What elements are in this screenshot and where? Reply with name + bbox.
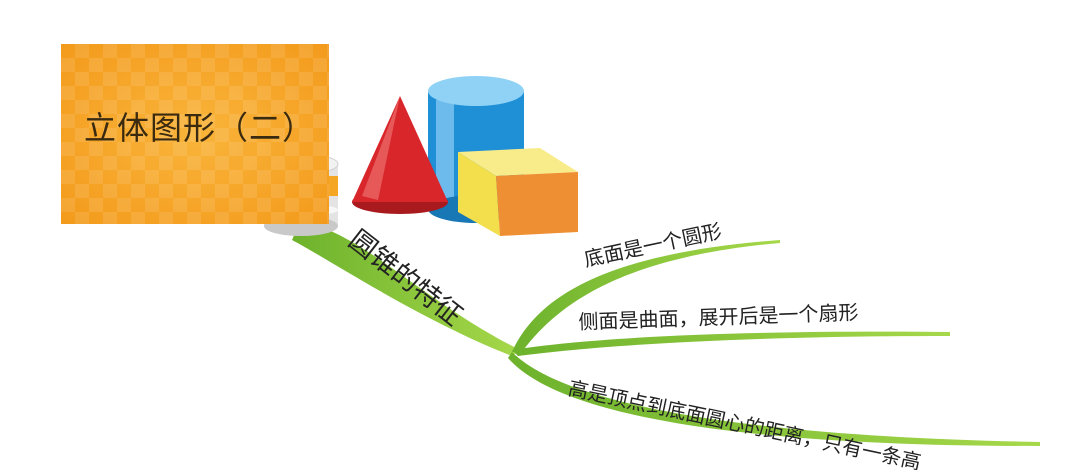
main-branch-line [292,222,520,356]
sub-branch-line-3 [508,352,1040,446]
box-icon [458,148,578,236]
sub-branch-line-1 [512,240,780,352]
title-panel [61,44,329,224]
sub-branch-line-2 [512,331,950,356]
cone-icon [352,96,448,214]
page-title: 立体图形（二） [84,109,316,147]
mind-map: 立体图形（二） 圆锥的特征 底面是一个圆形 侧面是曲面，展开后是一个扇形 高是顶… [61,44,1040,474]
